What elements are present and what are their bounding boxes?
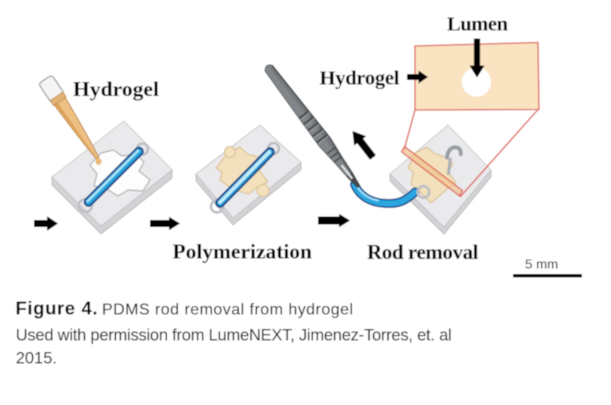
svg-text:Polymerization: Polymerization xyxy=(173,240,313,264)
svg-text:2015.: 2015. xyxy=(16,350,57,368)
svg-text:Hydrogel: Hydrogel xyxy=(73,77,159,101)
svg-text:Rod removal: Rod removal xyxy=(367,240,479,264)
svg-text:5 mm: 5 mm xyxy=(525,256,558,271)
svg-text:Lumen: Lumen xyxy=(447,14,509,36)
svg-text:Figure 4.: Figure 4. xyxy=(16,297,98,318)
svg-text:Used with permission from Lume: Used with permission from LumeNEXT, Jime… xyxy=(16,326,452,344)
svg-text:Hydrogel: Hydrogel xyxy=(320,68,400,90)
svg-text:PDMS rod removal from hydrogel: PDMS rod removal from hydrogel xyxy=(102,301,353,318)
